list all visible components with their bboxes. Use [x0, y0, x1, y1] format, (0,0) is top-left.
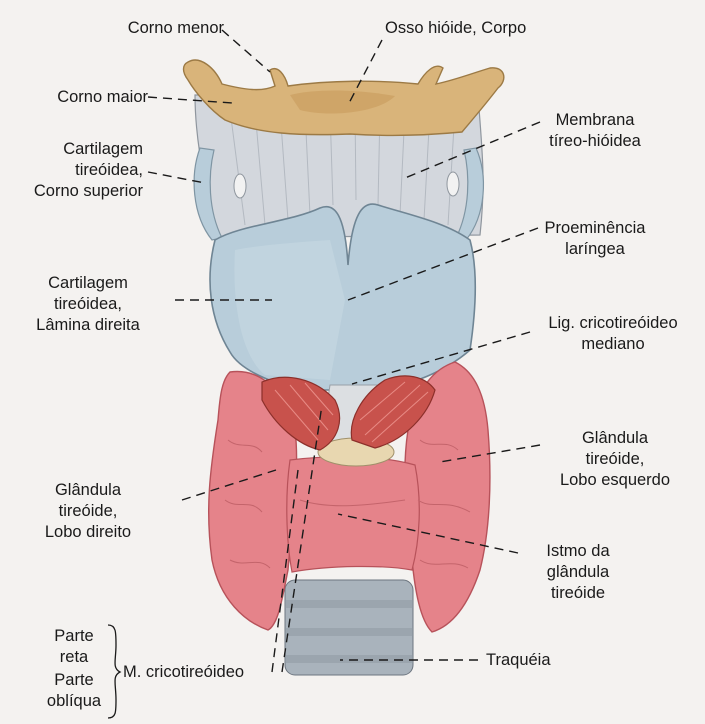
membrane-foramen-left: [446, 171, 460, 197]
cricothyroid-muscle-right: [261, 376, 341, 451]
label-osso-hioide: Osso hióide, Corpo: [385, 19, 527, 37]
cricothyroid-muscle-left: [350, 375, 436, 449]
gland-lobulation: [224, 439, 471, 569]
label-bracket: [107, 624, 122, 719]
label-corno-menor: Corno menor: [127, 19, 224, 37]
muscle-fibers: [274, 381, 429, 443]
membrane-foramen-right: [233, 173, 247, 199]
thyroid-isthmus: [286, 456, 420, 573]
trachea-rings: [284, 579, 414, 676]
label-m-cricotireoideo: M. cricotireóideo: [123, 663, 245, 681]
label-corno-maior: Corno maior: [57, 88, 148, 106]
label-traqueia: Traquéia: [486, 651, 551, 669]
leader-lines: [147, 29, 541, 673]
